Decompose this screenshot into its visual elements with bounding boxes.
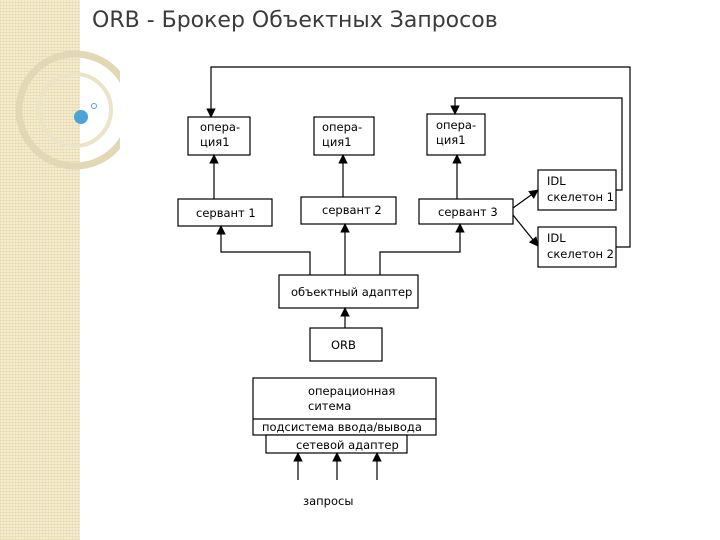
operation-2-line1: опера- xyxy=(322,120,362,134)
operation-1-line2: ция1 xyxy=(200,135,230,149)
operation-box-3: опера- ция1 xyxy=(426,113,486,156)
operation-3-line1: опера- xyxy=(436,118,476,132)
servant-box-3: сервант 3 xyxy=(418,198,514,225)
skeleton-1-line2: скелетон 1 xyxy=(547,190,614,204)
decorative-side-strip xyxy=(0,0,80,540)
servant-box-2: сервант 2 xyxy=(300,196,397,225)
idl-skeleton-box-2: IDL скелетон 2 xyxy=(537,226,617,268)
operation-box-2: опера- ция1 xyxy=(313,116,375,156)
orb-box: ORB xyxy=(309,327,383,362)
idl-skeleton-box-1: IDL скелетон 1 xyxy=(537,169,617,211)
servant-3-label: сервант 3 xyxy=(438,205,498,219)
skeleton-2-line1: IDL xyxy=(547,231,566,245)
os-label-line1: операционная xyxy=(308,384,395,398)
orb-label: ORB xyxy=(331,338,356,352)
operation-box-1: опера- ция1 xyxy=(187,116,251,156)
os-label-line2: ситема xyxy=(308,399,351,413)
operation-1-line1: опера- xyxy=(200,120,240,134)
blue-dot-icon xyxy=(74,110,88,124)
loop-skeleton1-to-op3 xyxy=(450,97,623,191)
arrow-servant3-to-skeleton1 xyxy=(512,189,539,209)
requests-label: запросы xyxy=(303,494,353,508)
os-stack: операционная ситема подсистема ввода/выв… xyxy=(252,377,437,454)
skeleton-1-line1: IDL xyxy=(547,174,566,188)
small-ring-icon xyxy=(91,103,97,109)
operation-2-line2: ция1 xyxy=(322,135,352,149)
object-adapter-label: объектный адаптер xyxy=(291,285,412,299)
decorative-circles xyxy=(15,50,120,170)
arrow-adapter-to-servant3 xyxy=(379,223,465,275)
io-subsystem-label: подсистема ввода/вывода xyxy=(262,420,422,434)
net-adapter-label: сетевой адаптер xyxy=(296,438,399,452)
operation-3-line2: ция1 xyxy=(436,133,466,147)
servant-2-label: сервант 2 xyxy=(322,203,382,217)
skeleton-2-line2: скелетон 2 xyxy=(547,247,614,261)
object-adapter-box: объектный адаптер xyxy=(278,274,419,309)
servant-box-1: сервант 1 xyxy=(177,198,273,227)
arrow-servant3-to-skeleton2 xyxy=(512,214,539,247)
servant-1-label: сервант 1 xyxy=(196,206,256,220)
arrow-adapter-to-servant1 xyxy=(216,225,311,275)
loop-skeleton2-to-op1 xyxy=(206,66,631,248)
slide-title: ORB - Брокер Объектных Запросов xyxy=(92,8,498,33)
